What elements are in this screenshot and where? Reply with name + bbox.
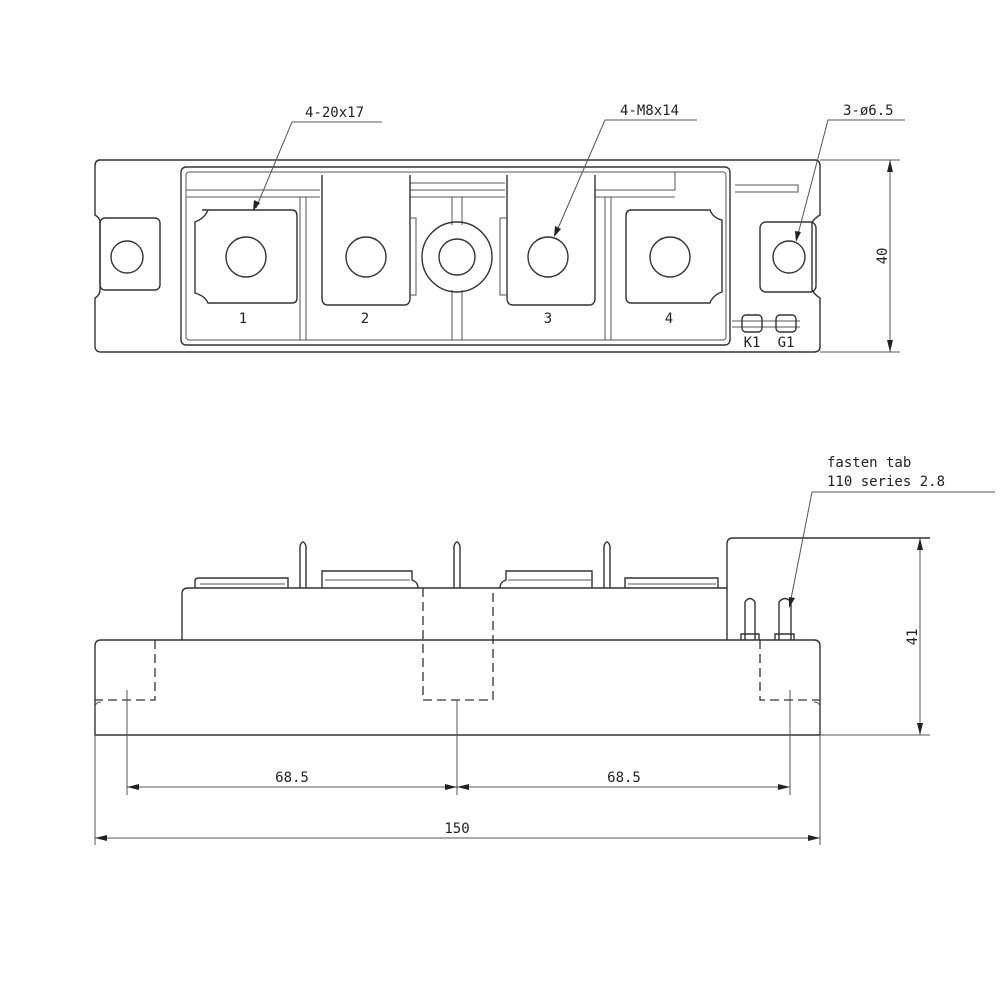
housing-side [181, 587, 727, 640]
right-mount-hole [772, 240, 806, 274]
terminal-profiles [194, 570, 719, 589]
terminal-label-2: 2 [361, 311, 369, 327]
fasten-tabs [740, 597, 795, 640]
callout-mount-hole: 3-ø6.5 [843, 103, 894, 119]
dimension-lines [820, 538, 930, 736]
left-mount-tab [99, 217, 161, 291]
base-corner-lines [94, 701, 821, 709]
terminal-3-edge [499, 217, 507, 296]
total-width-dimension: 150 [444, 821, 469, 837]
spacing-dimension-left: 68.5 [275, 770, 309, 786]
leader-arrow [789, 597, 795, 608]
leader-line [555, 119, 697, 234]
center-boss-hole [438, 238, 476, 276]
terminal-3-pad [506, 175, 596, 306]
height-dimension-40: 40 [875, 248, 891, 265]
dim-arrow [917, 538, 923, 550]
dim-arrow [127, 784, 139, 790]
leader-line [796, 119, 905, 239]
terminal-2-pad [321, 175, 411, 306]
terminal-2-screw-hole [345, 236, 387, 278]
terminal-1-pad [194, 209, 298, 304]
aux-tab-wires [732, 320, 800, 328]
dimension-lines [94, 690, 821, 845]
center-boss [421, 221, 493, 293]
terminal-4-screw-hole [649, 236, 691, 278]
terminal-inner-lines [200, 579, 716, 585]
terminal-label-3: 3 [544, 311, 552, 327]
aux-label-g1: G1 [778, 335, 795, 351]
housing-outline [180, 166, 731, 346]
base-plate-outline [94, 159, 821, 353]
aux-tab-g1 [775, 314, 797, 333]
dimension-lines [820, 159, 900, 353]
leader-arrow [554, 226, 561, 237]
aux-bracket-side [726, 537, 930, 640]
leader-line [789, 491, 995, 605]
spacing-dimension-right: 68.5 [607, 770, 641, 786]
dim-arrow [917, 723, 923, 735]
terminal-2-edge [410, 217, 417, 296]
terminal-3-screw-hole [527, 236, 569, 278]
height-dimension-41: 41 [905, 629, 921, 646]
leader-arrow [253, 200, 260, 211]
dim-arrow [445, 784, 457, 790]
terminal-label-4: 4 [665, 311, 673, 327]
dim-arrow [887, 340, 893, 352]
top-view: 1 2 3 4 K1 G1 4-20x17 4-M8x14 3-ø6.5 40 [94, 103, 905, 353]
aux-label-k1: K1 [744, 335, 761, 351]
leader-line [255, 121, 382, 209]
terminal-label-1: 1 [239, 311, 247, 327]
right-mount-tab [759, 221, 817, 293]
terminal-1-screw-hole [225, 236, 267, 278]
busbar-lines [186, 172, 799, 198]
callout-terminal-size: 4-20x17 [305, 105, 364, 121]
dim-arrow [808, 835, 820, 841]
note-tab-series: 110 series 2.8 [827, 474, 945, 490]
partition-ribs [299, 197, 612, 340]
dim-arrow [778, 784, 790, 790]
housing-inner-outline [185, 171, 727, 341]
left-mount-hole [110, 240, 144, 274]
partition-pins [299, 541, 611, 588]
dim-arrow [95, 835, 107, 841]
side-view: fasten tab 110 series 2.8 41 68.5 68.5 1… [94, 455, 995, 845]
hidden-mounting-holes [95, 588, 820, 701]
aux-tab-k1 [741, 314, 763, 333]
dim-arrow [887, 160, 893, 172]
dim-arrow [457, 784, 469, 790]
terminal-4-pad [625, 209, 723, 304]
callout-screw: 4-M8x14 [620, 103, 679, 119]
leader-arrow [795, 231, 801, 242]
note-fasten-tab: fasten tab [827, 455, 911, 471]
